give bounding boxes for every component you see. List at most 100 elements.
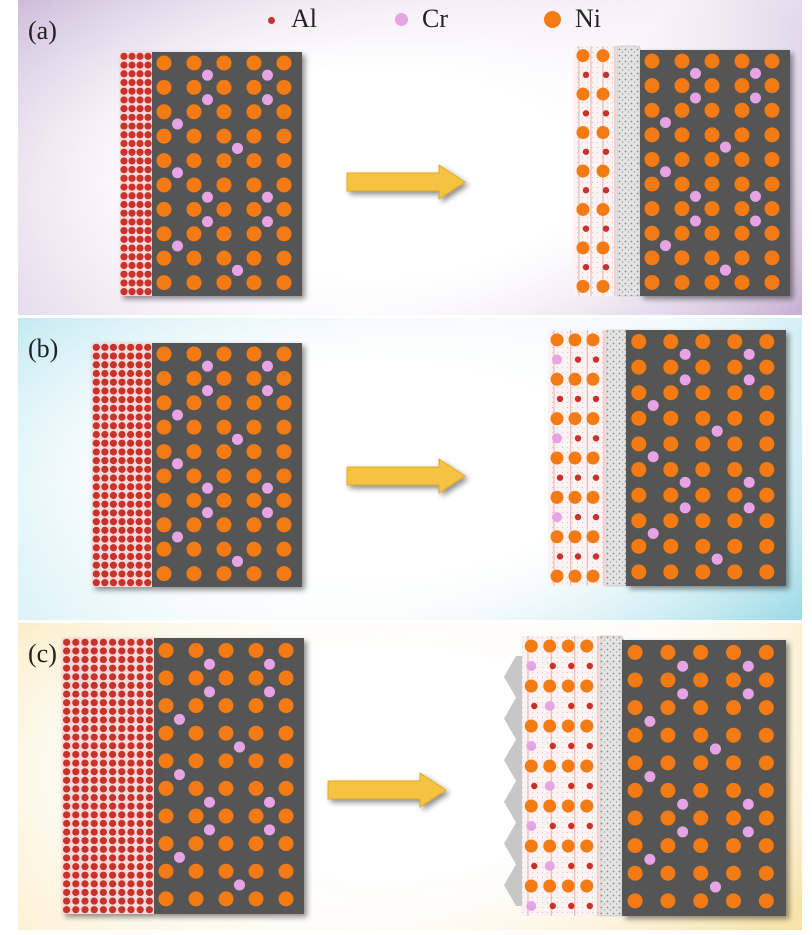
b-before-ni-atom [156,395,172,411]
b-after-cr-atom [552,354,562,365]
c-before-al-atom [63,742,71,750]
c-before-al-atom [90,854,98,862]
c-before-ni-atom [278,670,294,686]
c-before-al-atom [99,862,107,871]
b-after-ni-atom [631,462,647,478]
b-before-al-atom [118,413,126,421]
b-before-ni-atom [216,395,232,411]
b-before-al-atom [135,465,143,473]
a-before-cr-atom [232,142,243,154]
c-before-ni-atom [248,863,264,879]
c-before-al-atom [109,742,117,750]
b-before-ni-atom [216,468,232,484]
c-after-cr-atom [677,826,689,838]
a-before-al-atom [136,218,144,226]
b-before-al-atom [135,439,143,447]
c-after-ni-atom [561,639,575,653]
c-after-ni-atom [627,672,643,688]
b-after-ni-atom [568,451,582,465]
b-before-ni-atom [156,541,172,557]
b-before-al-atom [144,448,152,456]
b-after-ni-atom [663,513,679,529]
c-before-al-atom [63,733,71,741]
c-before-al-atom [109,880,117,888]
c-after-al-atom [568,782,575,790]
c-before-ni-atom [218,836,234,852]
b-before-al-atom [118,579,126,587]
c-after-cr-atom [742,660,754,672]
a-after-ni-atom [596,164,610,178]
b-before-al-atom [101,518,109,526]
c-before-ni-atom [248,808,264,824]
b-before-al-atom [92,491,100,500]
b-after-cr-atom [679,502,691,514]
a-before-cr-atom [262,69,273,81]
c-after-ni-atom [543,719,557,733]
c-after-al-atom [549,902,556,910]
b-before-al-atom [92,500,100,508]
a-before-ni-atom [216,104,232,120]
c-after-ni-atom [660,810,676,826]
b-before-al-atom [126,500,135,508]
b-before-al-atom [92,369,100,378]
c-before-al-atom [109,906,117,914]
a-after-cr-atom [750,92,761,104]
a-after-ni-atom [644,53,660,69]
c-before-ni-atom [158,891,174,907]
b-after-ni-atom [727,487,743,503]
a-before-al-atom [120,261,128,270]
b-before-al-atom [135,422,143,430]
a-before-ni-atom [186,275,202,291]
c-before-al-atom [145,793,153,802]
a-before-al-atom [144,227,152,235]
c-before-al-atom [99,655,107,664]
b-before-al-atom [126,518,135,526]
c-before-ni-atom [278,725,294,741]
c-after-ni-atom [561,879,575,893]
c-before-al-atom [72,888,80,897]
c-after-ni-atom [561,679,575,693]
c-before-al-atom [81,742,89,750]
a-before-ni-atom [216,201,232,217]
c-before-al-atom [109,854,117,862]
c-before-ni-atom [248,836,264,852]
c-before-al-atom [99,733,107,741]
c-before-al-atom [99,828,107,836]
c-before-cr-atom [264,796,275,808]
c-before-al-atom [99,681,107,690]
b-before-al-atom [118,544,126,552]
c-before-al-atom [81,854,89,862]
a-before-al-atom [136,227,144,235]
a-after-ni-atom [704,151,720,167]
b-before-al-atom [135,361,143,369]
b-after-cr-atom [679,374,691,386]
b-after-ni-atom [631,436,647,452]
a-after-ni-atom [576,49,590,63]
b-before-al-atom [109,352,118,360]
b-before-al-atom [144,439,152,447]
c-before-ni-atom [158,808,174,824]
b-before-al-atom [126,535,135,543]
a-after-al-atom [582,71,590,79]
c-after-ni-atom [561,799,575,813]
a-before-al-atom [128,131,136,139]
a-before-al-atom [120,70,128,78]
b-before-al-atom [144,387,152,395]
c-before-al-atom [81,655,89,664]
c-before-al-atom [72,699,80,707]
b-before-al-atom [109,369,118,378]
c-after-cr-atom [526,901,537,911]
c-after-ni-atom [627,838,643,854]
c-after-ni-atom [660,782,676,798]
b-before-al-atom [118,361,126,369]
a-before-al-atom [120,131,128,139]
b-after-al-atom [592,435,600,442]
a-after-ni-atom [734,201,750,217]
b-before-ni-atom [246,419,262,435]
b-before-al-atom [126,404,135,412]
c-after-ni-atom [627,893,643,909]
b-before-al-atom [92,430,100,439]
a-after-ni-atom [576,164,590,178]
b-after-ni-atom [631,385,647,401]
c-before-al-atom [127,837,135,845]
